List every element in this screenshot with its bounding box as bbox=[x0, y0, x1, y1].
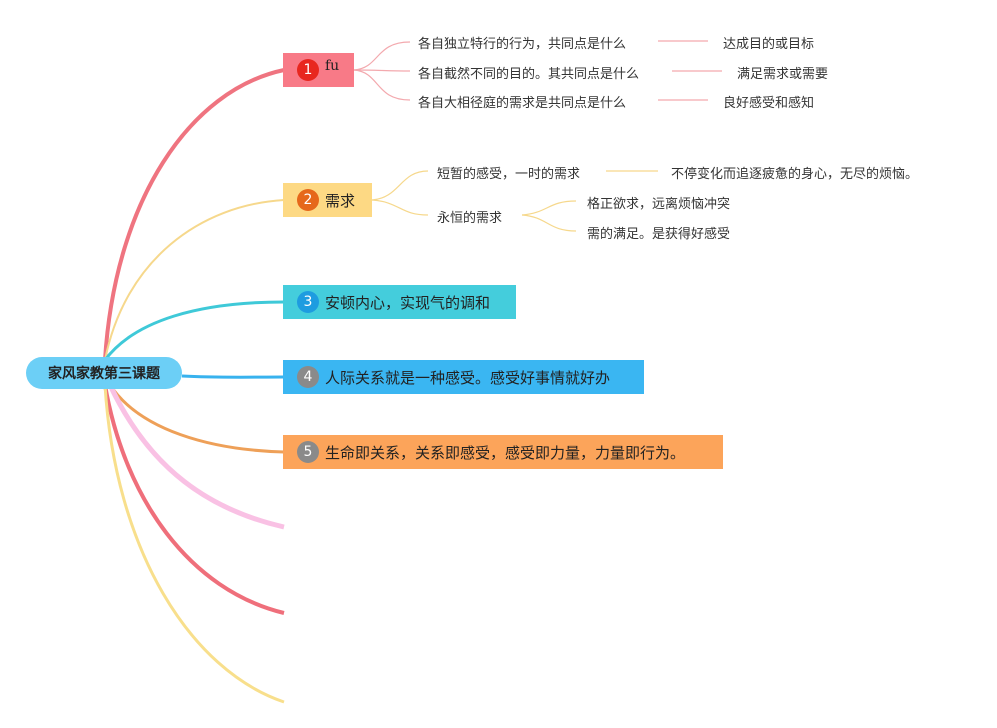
branch-line-1 bbox=[103, 68, 285, 361]
branch-node-4[interactable]: 4 人际关系就是一种感受。感受好事情就好办 bbox=[283, 360, 644, 394]
branch-node-1[interactable]: 1 fu bbox=[283, 53, 354, 87]
leaf-question-1[interactable]: 各自独立特行的行为，共同点是什么 bbox=[418, 37, 627, 52]
leaf-short-need[interactable]: 短暂的感受，一时的需求 bbox=[437, 167, 581, 182]
branch-node-3[interactable]: 3 安顿内心，实现气的调和 bbox=[283, 285, 516, 319]
branch-node-5[interactable]: 5 生命即关系，关系即感受，感受即力量，力量即行为。 bbox=[283, 435, 723, 469]
leaf-answer-3[interactable]: 良好感受和感知 bbox=[723, 96, 815, 111]
branch-label-1: fu bbox=[325, 58, 340, 74]
branch-line-7 bbox=[103, 384, 285, 615]
branch-line-3 bbox=[103, 300, 285, 361]
branch-line-4 bbox=[181, 374, 285, 379]
leaf-short-result[interactable]: 不停变化而追逐疲惫的身心，无尽的烦恼。 bbox=[671, 167, 919, 182]
leaf-answer-1[interactable]: 达成目的或目标 bbox=[723, 37, 815, 52]
number-badge-1: 1 bbox=[297, 59, 319, 81]
branch-label-2: 需求 bbox=[325, 191, 356, 210]
number-badge-3: 3 bbox=[297, 291, 319, 313]
number-badge-5: 5 bbox=[297, 441, 319, 463]
number-badge-2: 2 bbox=[297, 189, 319, 211]
leaf-eternal-need[interactable]: 永恒的需求 bbox=[437, 211, 503, 226]
branch-label-4: 人际关系就是一种感受。感受好事情就好办 bbox=[325, 368, 611, 387]
number-badge-4: 4 bbox=[297, 366, 319, 388]
branch-node-2[interactable]: 2 需求 bbox=[283, 183, 372, 217]
branch-line-6 bbox=[107, 383, 285, 530]
leaf-answer-2[interactable]: 满足需求或需要 bbox=[737, 67, 829, 82]
branch-line-8 bbox=[103, 384, 285, 704]
leaf-eternal-result-2[interactable]: 需的满足。是获得好感受 bbox=[587, 227, 731, 242]
root-node[interactable]: 家风家教第三课题 bbox=[26, 357, 182, 389]
branch-label-3: 安顿内心，实现气的调和 bbox=[325, 293, 491, 312]
leaf-question-3[interactable]: 各自大相径庭的需求是共同点是什么 bbox=[418, 96, 627, 111]
branch-label-5: 生命即关系，关系即感受，感受即力量，力量即行为。 bbox=[325, 443, 686, 462]
leaf-eternal-result-1[interactable]: 格正欲求，远离烦恼冲突 bbox=[587, 197, 731, 212]
leaf-question-2[interactable]: 各自截然不同的目的。其共同点是什么 bbox=[418, 67, 640, 82]
branch-line-2 bbox=[104, 199, 285, 361]
branch-line-5 bbox=[108, 384, 285, 454]
